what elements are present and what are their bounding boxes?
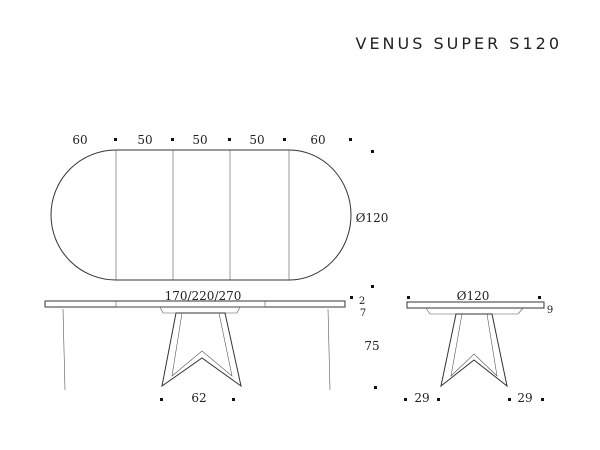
end-apron	[425, 307, 524, 315]
dimension-tick	[371, 285, 374, 288]
dimension-tick	[508, 398, 511, 401]
top-view: 60 50 50 50 60 Ø120	[50, 133, 389, 288]
dimension-tick	[404, 398, 407, 401]
dimension-tick	[407, 296, 410, 299]
side-leg-left	[62, 308, 66, 391]
side-pedestal-inner	[171, 312, 233, 377]
side-pedestal	[161, 312, 242, 388]
side-base-plate	[159, 306, 241, 314]
segment-label: 50	[249, 133, 264, 147]
segment-label: 60	[72, 133, 87, 147]
segment-label: 60	[310, 133, 325, 147]
end-view: Ø120 9 29 29	[404, 289, 553, 405]
end-table-top	[406, 301, 545, 309]
apron-label: 7	[360, 308, 366, 319]
dimension-tick	[437, 398, 440, 401]
side-view: 170/220/270 2 7 75 62	[44, 289, 380, 405]
height-label: 75	[364, 339, 379, 353]
table-top-outline	[50, 149, 352, 281]
length-label: 170/220/270	[165, 289, 242, 303]
dimension-tick	[371, 150, 374, 153]
dimension-tick	[228, 138, 231, 141]
dimension-tick	[114, 138, 117, 141]
end-apron-label: 9	[547, 305, 553, 316]
foot-left-label: 29	[414, 391, 429, 405]
dimension-tick	[350, 296, 353, 299]
segment-label: 50	[137, 133, 152, 147]
end-pedestal-inner	[450, 313, 498, 377]
diameter-label: Ø120	[356, 211, 389, 225]
dimension-tick	[538, 296, 541, 299]
thickness-label: 2	[359, 296, 365, 307]
dimension-tick	[374, 386, 377, 389]
end-diameter-label: Ø120	[457, 289, 490, 303]
dimension-tick	[283, 138, 286, 141]
foot-right-label: 29	[517, 391, 532, 405]
dimension-tick	[541, 398, 544, 401]
dimension-tick	[160, 398, 163, 401]
dimension-tick	[232, 398, 235, 401]
dimension-tick	[349, 138, 352, 141]
segment-label: 50	[192, 133, 207, 147]
product-title: VENUS SUPER S120	[355, 34, 562, 53]
dimension-tick	[171, 138, 174, 141]
end-pedestal	[440, 313, 508, 388]
side-leg-right	[327, 308, 331, 391]
base-width-label: 62	[191, 391, 206, 405]
